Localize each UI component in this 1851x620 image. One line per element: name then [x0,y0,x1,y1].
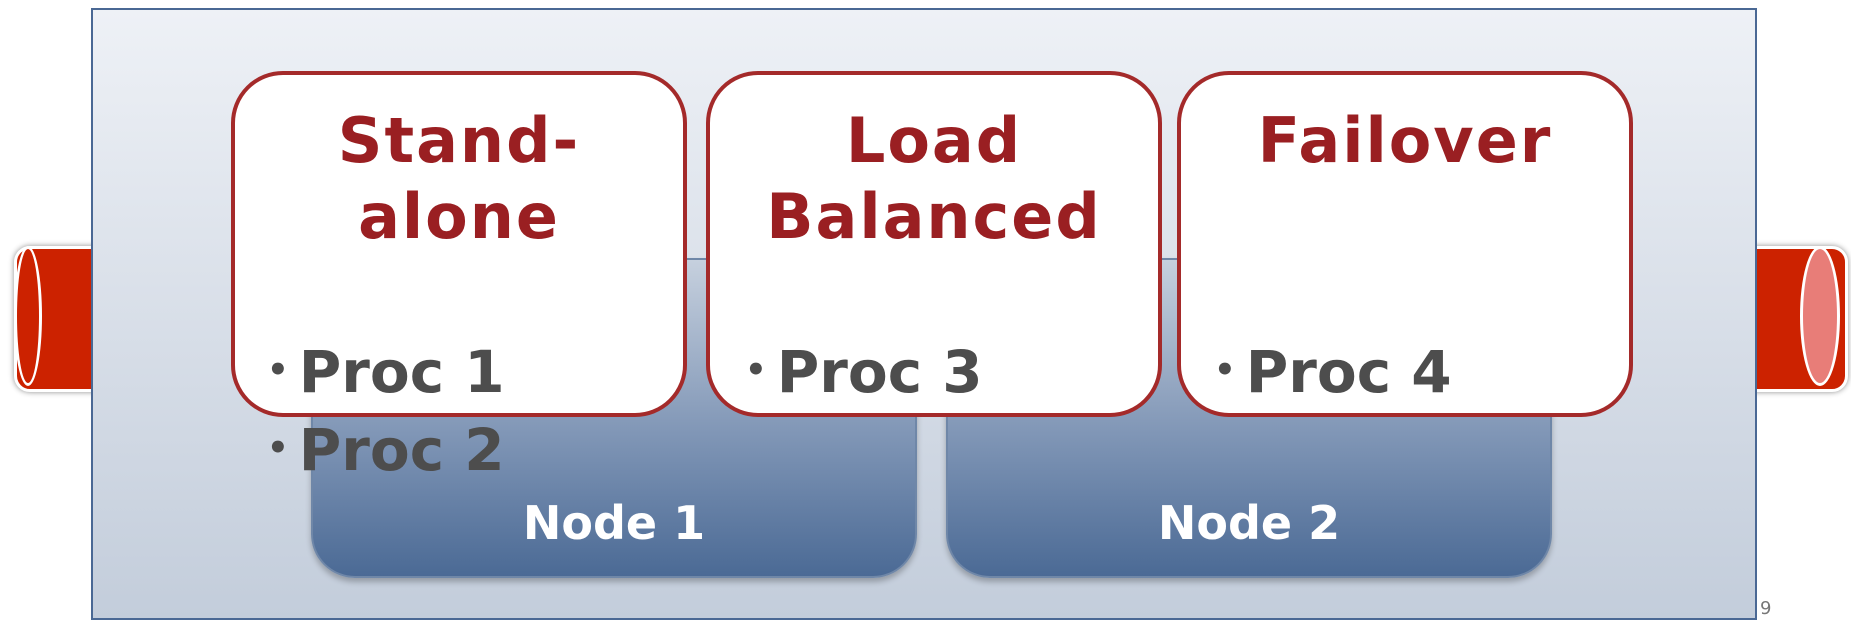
proc-2-item: •Proc 2 [267,415,505,489]
bullet-icon: • [267,349,289,390]
standalone-title: Stand- alone [235,103,683,255]
proc-3-label: Proc 3 [776,338,983,406]
left-pipe-cap [14,246,42,386]
load-balanced-title-line2: Balanced [766,180,1102,253]
proc-3-item: •Proc 3 [745,337,983,411]
page-number: 9 [1760,598,1772,619]
failover-title-line1: Failover [1257,104,1553,177]
proc-1-item: •Proc 1 [267,337,505,411]
load-balanced-title-line1: Load [845,104,1023,177]
node-1-label: Node 1 [522,496,706,550]
load-balanced-card: Load Balanced [706,71,1162,417]
standalone-title-line1: Stand- [337,104,581,177]
right-pipe-cap [1800,246,1840,386]
bullet-icon: • [745,349,767,390]
proc-4-item: •Proc 4 [1214,337,1452,411]
node-2-label: Node 2 [1157,496,1341,550]
standalone-card: Stand- alone [231,71,687,417]
bullet-icon: • [1214,349,1236,390]
proc-2-label: Proc 2 [298,416,505,484]
proc-4-label: Proc 4 [1245,338,1452,406]
load-balanced-title: Load Balanced [710,103,1158,255]
proc-1-label: Proc 1 [298,338,505,406]
failover-card: Failover [1177,71,1633,417]
bullet-icon: • [267,427,289,468]
failover-title: Failover [1181,103,1629,179]
standalone-title-line2: alone [358,180,560,253]
